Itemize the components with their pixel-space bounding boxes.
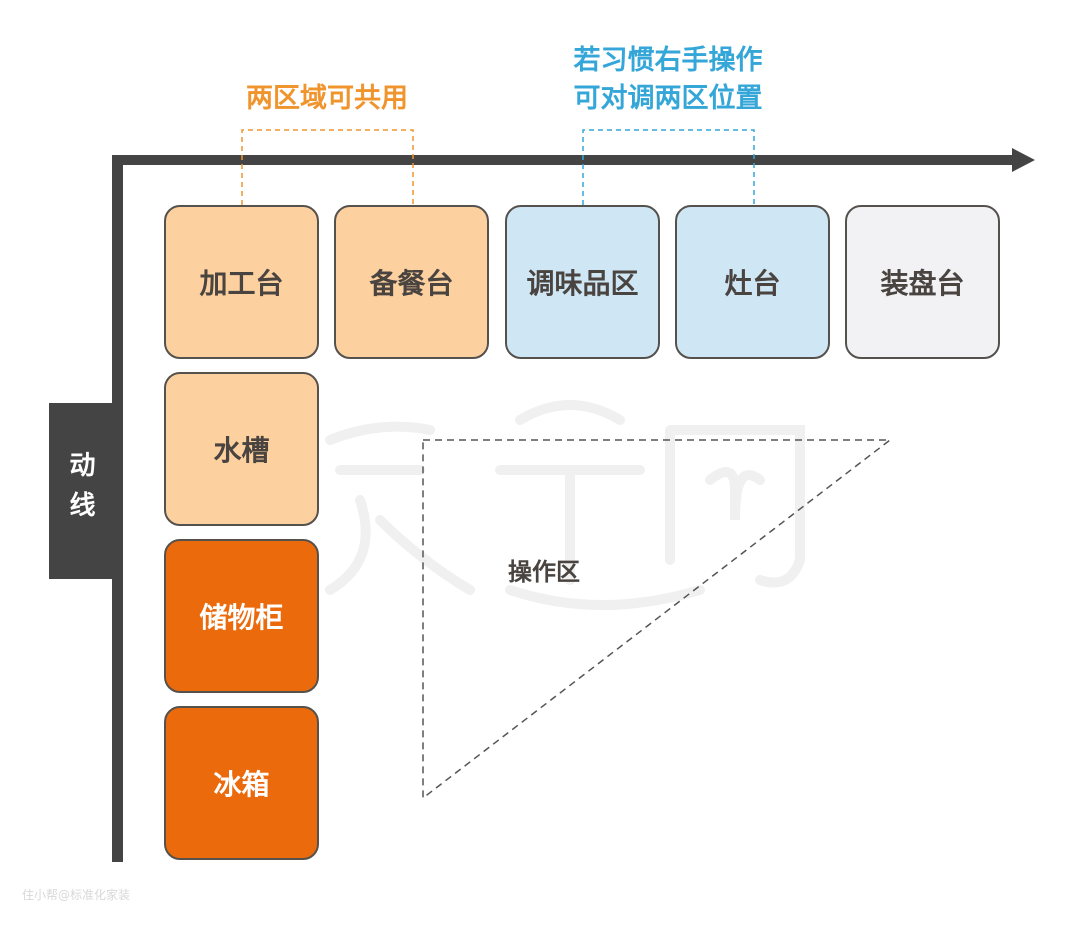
axis xyxy=(112,148,1035,862)
zone-seasoning: 调味品区 xyxy=(505,205,660,359)
swap-note-line2: 可对调两区位置 xyxy=(573,83,763,114)
zone-stove: 灶台 xyxy=(675,205,830,359)
work-zone-label: 操作区 xyxy=(508,558,580,586)
swap-note: 若习惯右手操作 可对调两区位置 xyxy=(548,42,788,118)
horizontal-axis xyxy=(112,155,1017,165)
zone-serving-counter: 备餐台 xyxy=(334,205,489,359)
zone-fridge: 冰箱 xyxy=(164,706,319,860)
zone-storage: 储物柜 xyxy=(164,539,319,693)
swap-note-line1: 若习惯右手操作 xyxy=(573,45,763,76)
work-zone-triangle xyxy=(422,439,893,800)
arrow-right-icon xyxy=(1012,148,1035,172)
credit-text: 住小帮@标准化家装 xyxy=(22,888,131,902)
axis-label: 动线 xyxy=(49,403,112,579)
shared-bracket xyxy=(241,129,414,205)
swap-bracket xyxy=(582,129,755,205)
watermark-logo xyxy=(325,400,805,610)
shared-note: 两区域可共用 xyxy=(246,83,408,114)
zone-sink: 水槽 xyxy=(164,372,319,526)
zone-plating: 装盘台 xyxy=(845,205,1000,359)
zone-prep-counter: 加工台 xyxy=(164,205,319,359)
vertical-axis xyxy=(112,155,123,862)
